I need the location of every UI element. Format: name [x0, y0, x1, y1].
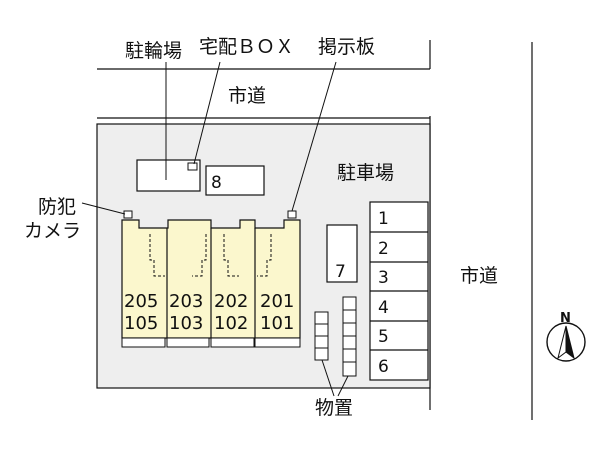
unit-number-upper: 201: [260, 291, 294, 312]
north-arrow-right: [565, 325, 575, 360]
storage-leader: [337, 375, 349, 397]
storage-label: 物置: [315, 397, 353, 419]
delivery-box-leader: [193, 61, 221, 165]
unit-number-upper: 202: [214, 291, 248, 312]
security-camera-label-line2: カメラ: [24, 220, 81, 242]
unit-number-lower: 101: [260, 313, 294, 334]
parking-space-7-label: 7: [335, 262, 346, 282]
balcony: [210, 337, 255, 348]
parking-space-5-label: 5: [378, 327, 389, 347]
bicycle-parking-label: 駐輪場: [125, 40, 182, 62]
parking-space-2-label: 2: [378, 239, 389, 259]
unit-number-upper: 203: [169, 291, 203, 312]
delivery-box-label: 宅配ＢＯＸ: [199, 36, 294, 58]
parking-space-8: [205, 165, 265, 196]
notice-board-label: 掲示板: [318, 36, 375, 58]
parking-space-1-label: 1: [378, 209, 389, 229]
parking-space-8-label: 8: [211, 173, 222, 193]
stair-line: [223, 234, 239, 277]
parking-spaces-1-6: 1 2 3 4 5 6: [369, 201, 429, 381]
building: 205 105 203 103 202 102 201 101: [121, 219, 301, 348]
unit-number-lower: 105: [124, 313, 158, 334]
stair-line: [192, 234, 207, 277]
stair-line: [257, 234, 272, 277]
parking-space-4-label: 4: [378, 298, 389, 318]
parking-space-3-label: 3: [378, 268, 389, 288]
notice-board-leader: [291, 61, 337, 212]
parking-space-6-label: 6: [378, 357, 389, 377]
security-camera-label-line1: 防犯: [38, 196, 76, 218]
balcony: [254, 337, 301, 348]
camera-icon: [123, 210, 133, 219]
balcony: [121, 337, 166, 348]
unit-number-upper: 205: [124, 291, 158, 312]
parking-label: 駐車場: [337, 162, 394, 184]
north-arrow-icon: N: [546, 311, 586, 362]
camera-leader: [81, 202, 126, 215]
storage-units: [314, 296, 357, 377]
city-road-right-label: 市道: [460, 265, 498, 287]
unit-number-lower: 103: [169, 313, 203, 334]
stair-line: [149, 234, 165, 277]
delivery-box: [187, 162, 198, 171]
city-road-top-label: 市道: [228, 85, 266, 107]
unit-number-lower: 102: [214, 313, 248, 334]
notice-board-marker: [287, 210, 297, 219]
balcony: [166, 337, 210, 348]
storage-leader: [321, 359, 335, 397]
parking-space-7: [326, 224, 358, 283]
north-label: N: [560, 311, 571, 326]
